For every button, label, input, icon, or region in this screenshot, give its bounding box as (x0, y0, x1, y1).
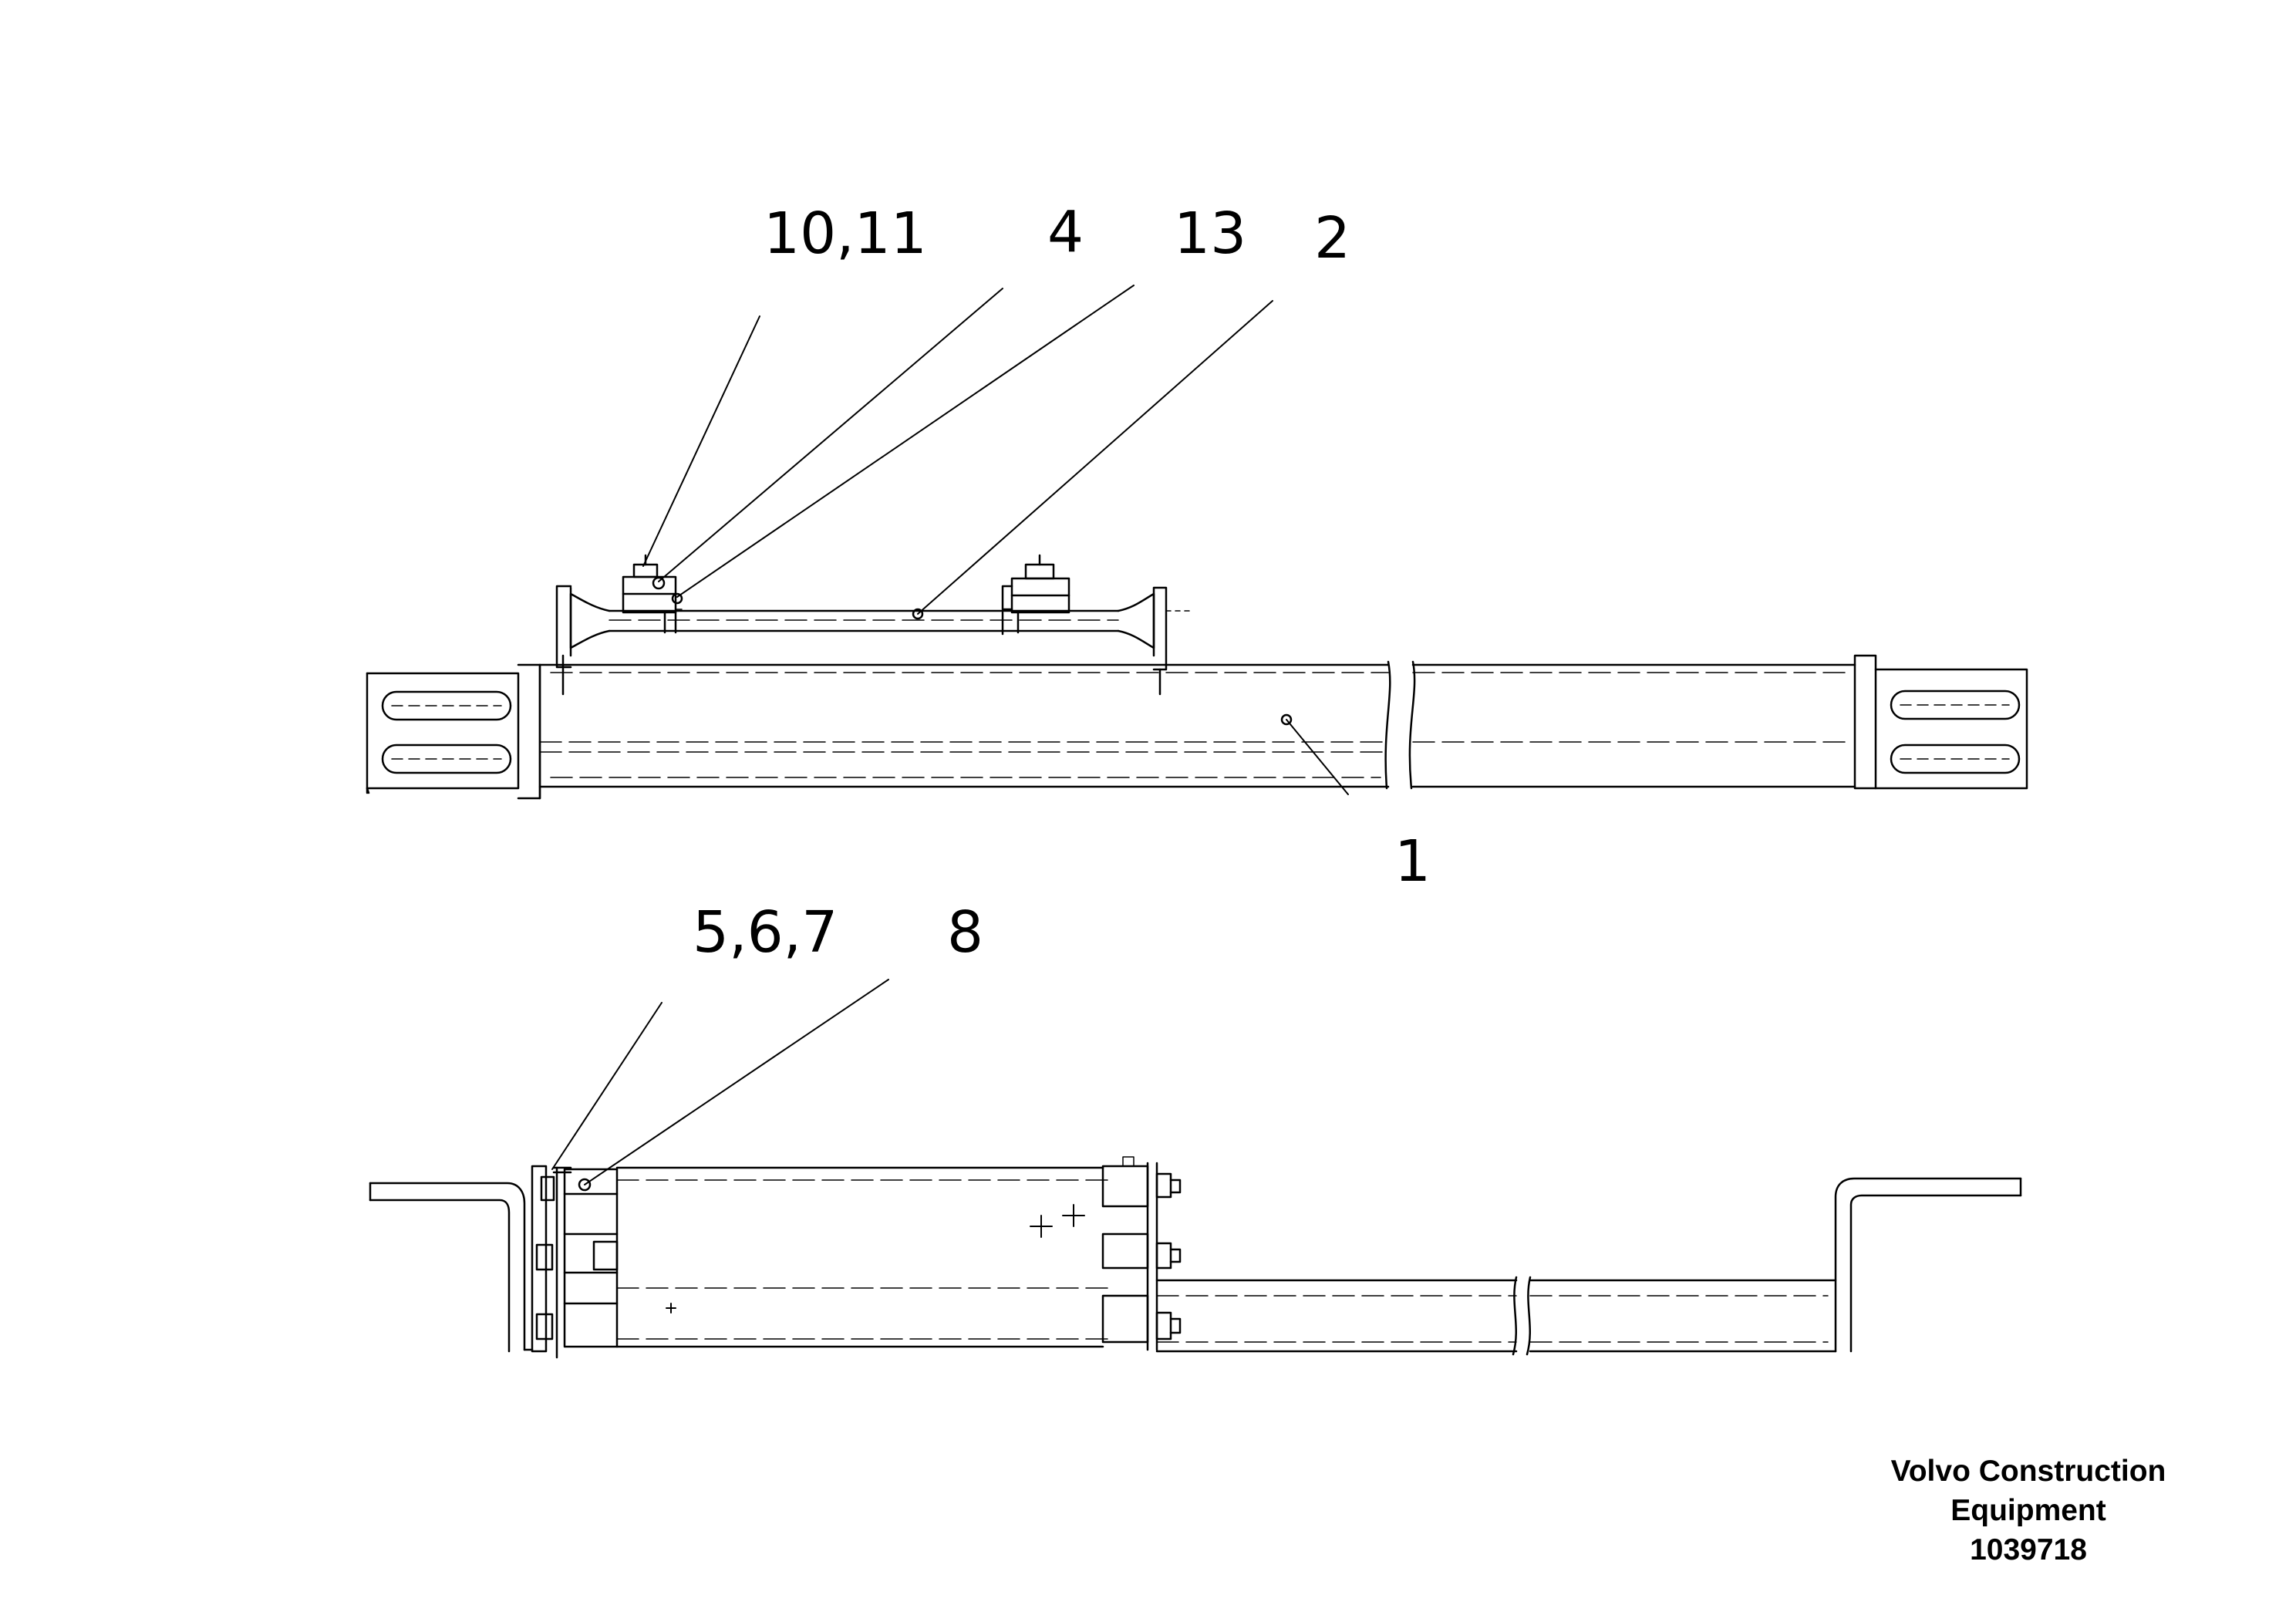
manufacturer-credit: Volvo Construction Equipment 1039718 (1836, 1452, 2221, 1570)
callout-2: 2 (1314, 205, 1350, 271)
left-clamp (622, 554, 683, 634)
callout-13: 13 (1174, 201, 1246, 267)
main-beam (538, 660, 1856, 790)
callout-1: 1 (1394, 828, 1431, 895)
lower-bar (1155, 1276, 1837, 1356)
callout-4: 4 (1047, 199, 1084, 265)
part-number: 1039718 (1970, 1533, 2087, 1566)
callout-5-6-7: 5,6,7 (693, 899, 838, 966)
bottom-view-assembly (369, 979, 2022, 1359)
callout-10-11: 10,11 (764, 201, 927, 267)
top-view-assembly (366, 285, 2028, 800)
bearing-body (563, 1166, 1111, 1348)
company-name-line1: Volvo Construction (1890, 1455, 2166, 1488)
right-mounting-plate (1853, 654, 2028, 790)
callout-labels: 10,11 4 13 2 1 5,6,7 8 (693, 199, 1431, 966)
left-mounting-plate (366, 663, 541, 800)
bottom-leader-lines (551, 979, 889, 1185)
left-plate-stack (531, 1165, 572, 1359)
left-bracket-bar (369, 1182, 534, 1353)
upper-tube (555, 585, 1192, 696)
right-bracket-bar (1834, 1177, 2022, 1353)
right-clamp (1001, 554, 1070, 636)
callout-8: 8 (947, 899, 983, 966)
top-leader-lines (642, 285, 1349, 795)
company-name-line2: Equipment (1950, 1494, 2106, 1527)
right-plate-stack (1101, 1156, 1182, 1351)
